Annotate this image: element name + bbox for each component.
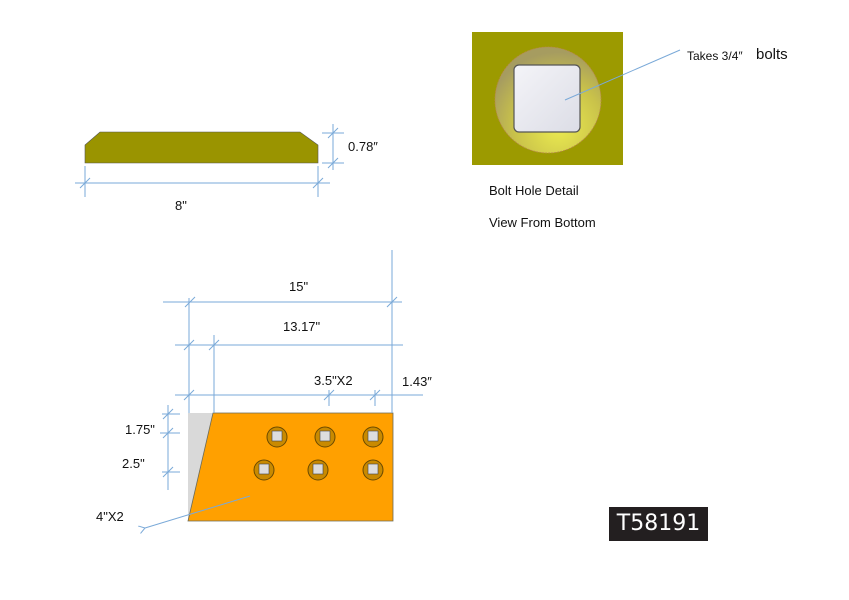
bolt-hole: [362, 459, 384, 481]
bolt-hole: [266, 426, 288, 448]
bolt-hole: [314, 426, 336, 448]
callout-leader: [564, 49, 681, 101]
row-spacing-label: 2.5": [122, 456, 145, 471]
hole-spacing-label: 3.5"X2: [314, 373, 353, 388]
bolt-callout-suffix: bolts: [756, 46, 788, 63]
plate: [187, 412, 394, 522]
square-hole: [513, 64, 581, 133]
row1-offset-label: 1.75": [125, 422, 155, 437]
edge-length-label: 13.17": [283, 319, 321, 334]
part-number-badge: T58191: [609, 507, 708, 541]
bolt-hole: [253, 459, 275, 481]
length-label: 8": [175, 198, 187, 213]
length-dimension: [75, 166, 330, 197]
dimension-lines: [145, 250, 423, 528]
plan-view: 15" 13.17" 3.5"X2 1.43″ 1.75" 2.5" 4"X2: [96, 250, 432, 528]
detail-subtitle: View From Bottom: [489, 215, 596, 230]
thickness-dimension: [322, 124, 344, 170]
bolt-holes: [253, 426, 384, 481]
bolt-hole-detail: Takes 3/4″ bolts Bolt Hole Detail View F…: [472, 32, 788, 230]
overall-length-label: 15": [289, 279, 308, 294]
thickness-label: 0.78″: [348, 139, 378, 154]
bolt-callout: Takes 3/4″: [687, 49, 743, 63]
chamfer-label: 4"X2: [96, 509, 124, 524]
bolt-hole: [362, 426, 384, 448]
detail-title: Bolt Hole Detail: [489, 183, 579, 198]
end-offset-label: 1.43″: [402, 374, 432, 389]
bolt-hole: [307, 459, 329, 481]
side-profile: [84, 131, 319, 164]
side-view: 0.78″ 8": [75, 124, 378, 213]
